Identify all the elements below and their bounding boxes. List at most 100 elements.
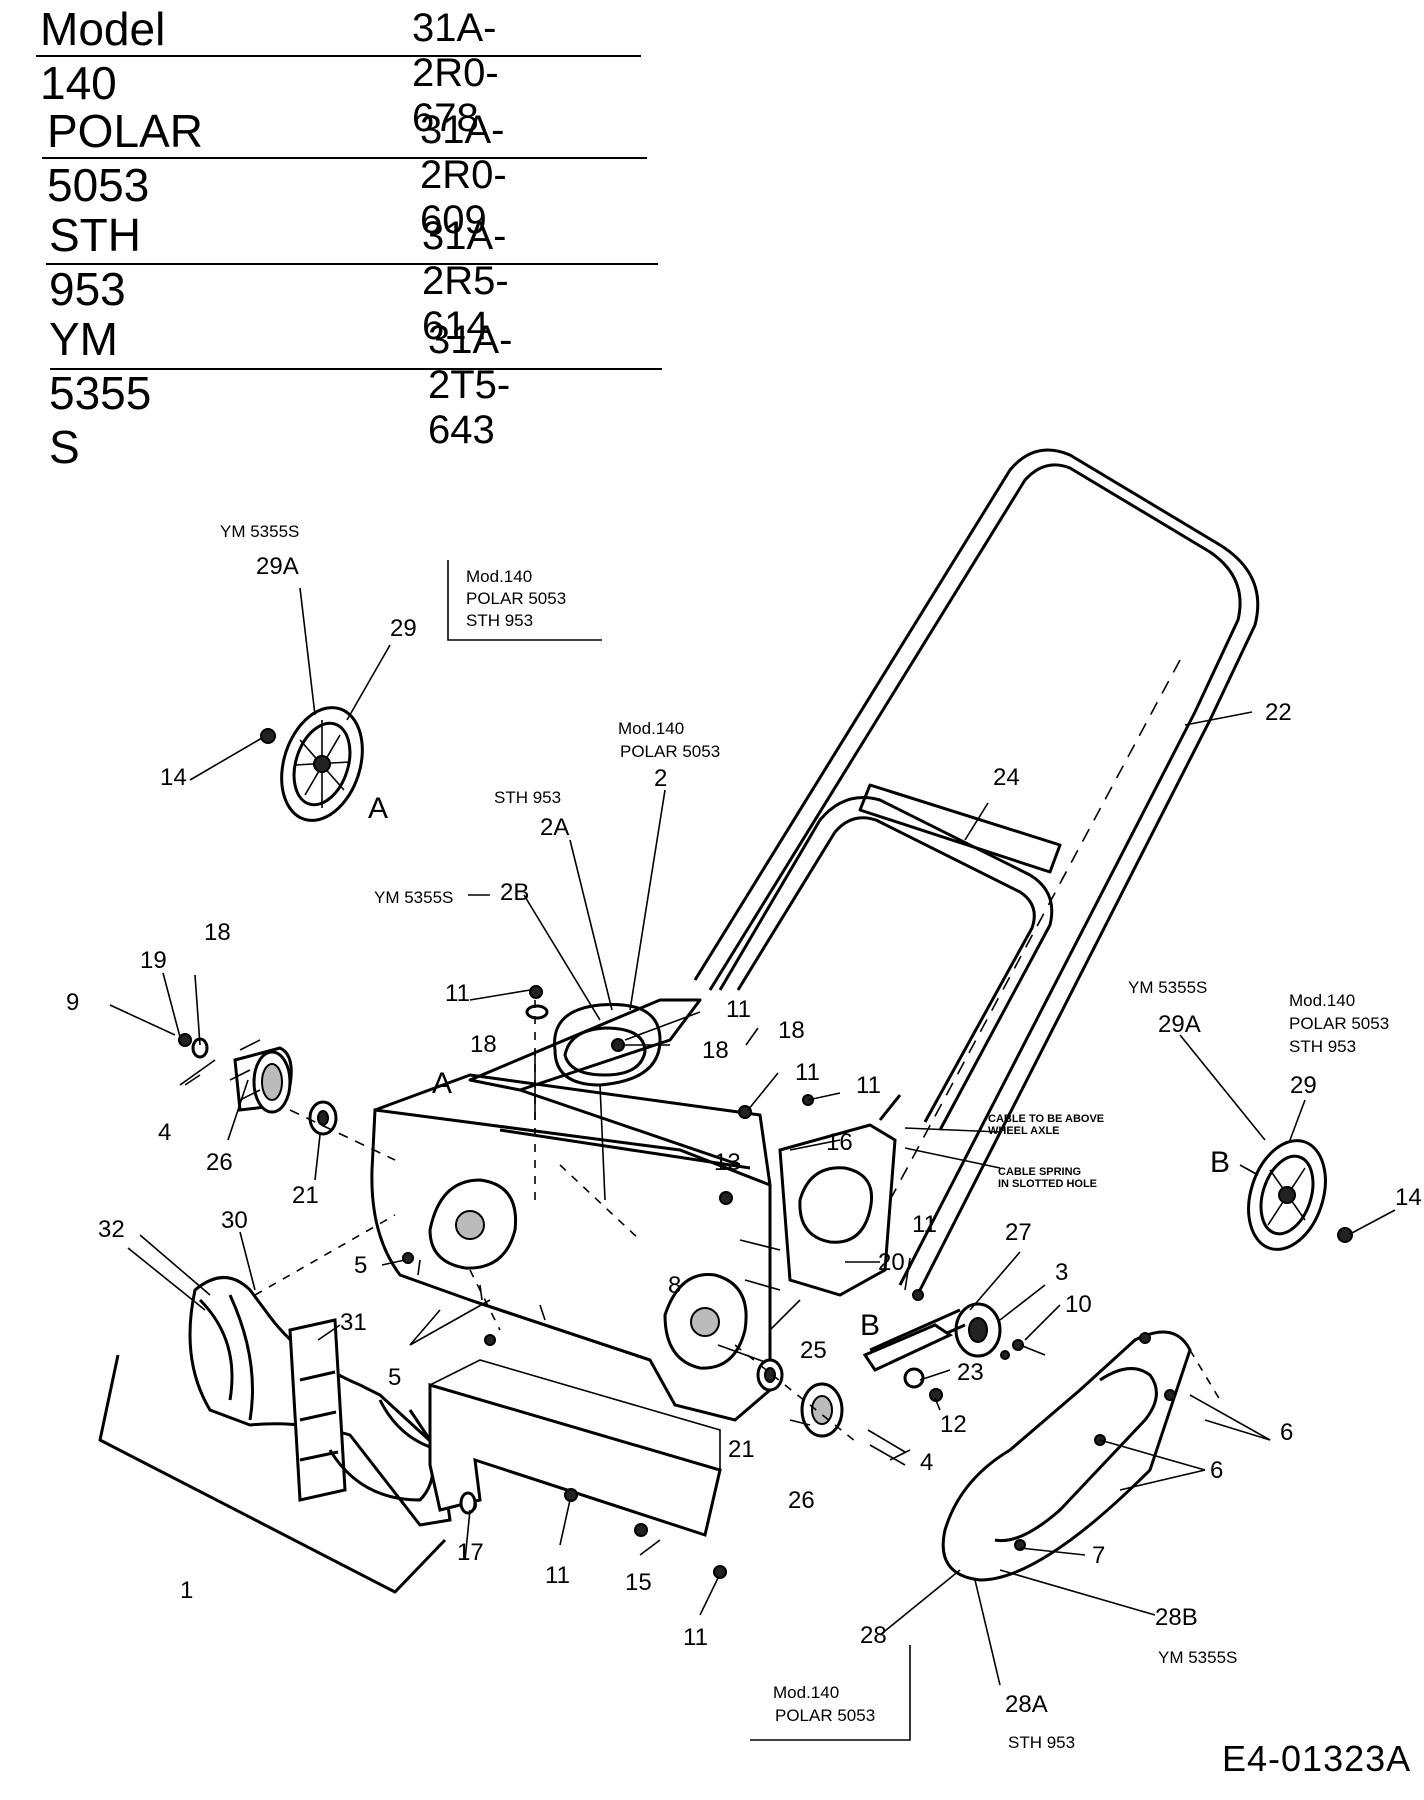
note-wheel-left-group-2: POLAR 5053 <box>466 589 566 608</box>
note-cover-ym: YM 5355S <box>1158 1648 1237 1667</box>
note-frame-group-2: POLAR 5053 <box>620 742 720 761</box>
model-number: 31A-2R5-614 <box>422 214 509 348</box>
header-divider <box>36 55 641 57</box>
callout-6: 6 <box>1280 1419 1293 1446</box>
callout-22: 22 <box>1265 699 1292 726</box>
note-cover-group-2: POLAR 5053 <box>775 1706 875 1725</box>
callout-28B: 28B <box>1155 1604 1198 1631</box>
drive-plate <box>778 1094 902 1297</box>
note-wheel-left-group-3: STH 953 <box>466 611 533 630</box>
note-brackets <box>447 560 911 1741</box>
note-cover-sth: STH 953 <box>1008 1733 1075 1752</box>
header-divider <box>42 157 647 159</box>
callout-29: 29 <box>1290 1072 1317 1099</box>
callout-2: 2 <box>654 765 667 792</box>
callout-11: 11 <box>726 996 751 1023</box>
hardware <box>260 728 1353 1579</box>
callout-18: 18 <box>778 1017 805 1044</box>
callout-1: 1 <box>180 1577 193 1604</box>
note-wheel-right-group-1: Mod.140 <box>1289 991 1355 1010</box>
callout-14: 14 <box>1395 1184 1422 1211</box>
note-frame-sth: STH 953 <box>494 788 561 807</box>
callout-5: 5 <box>388 1364 401 1391</box>
callout-4: 4 <box>158 1119 171 1146</box>
drawing-code: E4-01323A <box>1222 1738 1412 1779</box>
letter-B: B <box>1210 1146 1230 1179</box>
letter-A: A <box>432 1067 452 1100</box>
callout-30: 30 <box>221 1207 248 1234</box>
bearing-right <box>756 1358 784 1392</box>
callout-11: 11 <box>683 1624 708 1651</box>
callout-16: 16 <box>826 1129 853 1156</box>
callout-2A: 2A <box>540 814 569 841</box>
callout-17: 17 <box>457 1539 484 1566</box>
model-number: 31A-2R0-609 <box>420 108 507 242</box>
wheel-left <box>280 706 364 822</box>
note-wheel-right-group-2: POLAR 5053 <box>1289 1014 1389 1033</box>
note-cable-1b: WHEEL AXLE <box>988 1125 1060 1137</box>
callout-29A: 29A <box>1158 1011 1201 1038</box>
auger-bracket <box>98 1354 447 1594</box>
callout-11: 11 <box>795 1059 820 1086</box>
bolts-left <box>109 1004 396 1161</box>
header-divider <box>50 368 662 370</box>
note-wheel-left-group-1: Mod.140 <box>466 567 532 586</box>
bearing-flange-right <box>800 1382 844 1438</box>
callout-20: 20 <box>878 1249 905 1276</box>
model-name: Model 140 <box>40 3 166 109</box>
callout-25: 25 <box>800 1337 827 1364</box>
model-number: 31A-2R0-678 <box>412 6 499 140</box>
upper-handle <box>693 448 1260 1291</box>
callout-11: 11 <box>912 1211 937 1238</box>
letter-A: A <box>368 792 388 825</box>
callout-4: 4 <box>920 1449 933 1476</box>
callout-24: 24 <box>993 764 1020 791</box>
model-name: STH 953 <box>49 209 141 315</box>
model-name: YM 5355 S <box>49 313 152 473</box>
callout-28: 28 <box>860 1622 887 1649</box>
callout-12: 12 <box>940 1411 967 1438</box>
auger-housing <box>370 1073 772 1422</box>
callout-6: 6 <box>1210 1457 1223 1484</box>
model-number: 31A-2T5-643 <box>428 318 513 452</box>
callout-5: 5 <box>354 1252 367 1279</box>
callout-7: 7 <box>1092 1542 1105 1569</box>
note-wheel-right-model: YM 5355S <box>1128 978 1207 997</box>
note-frame-group-1: Mod.140 <box>618 719 684 738</box>
model-name: POLAR 5053 <box>47 105 203 211</box>
note-wheel-right-group-3: STH 953 <box>1289 1037 1356 1056</box>
note-cable-2a: CABLE SPRING <box>998 1166 1081 1178</box>
callout-31: 31 <box>340 1309 367 1336</box>
chute-frame <box>468 998 741 1201</box>
letter-B: B <box>860 1309 880 1342</box>
callout-32: 32 <box>98 1216 125 1243</box>
note-cable-2b: IN SLOTTED HOLE <box>998 1178 1097 1190</box>
callout-9: 9 <box>66 989 79 1016</box>
handle-crossbar <box>858 783 1062 874</box>
callout-numbers: 29A 29 14 A 2 2A 2B 22 24 11 18 11 18 18… <box>66 553 1422 1718</box>
drive-pulley <box>869 1302 1024 1367</box>
note-cover-group-1: Mod.140 <box>773 1683 839 1702</box>
idler-arm <box>862 1323 954 1389</box>
callout-21: 21 <box>728 1436 755 1463</box>
callout-21: 21 <box>292 1182 319 1209</box>
callout-15: 15 <box>625 1569 652 1596</box>
callout-10: 10 <box>1065 1291 1092 1318</box>
note-frame-ym: YM 5355S <box>374 888 453 907</box>
annotation-notes: YM 5355S Mod.140 POLAR 5053 STH 953 Mod.… <box>220 522 1389 1752</box>
bearing-left <box>308 1100 338 1136</box>
lower-handle <box>718 796 1054 1131</box>
belt-cover <box>941 1330 1192 1582</box>
callout-11: 11 <box>856 1072 881 1099</box>
callout-13: 13 <box>714 1149 741 1176</box>
callout-18: 18 <box>702 1037 729 1064</box>
callout-26: 26 <box>206 1149 233 1176</box>
model-header: Model 140 31A-2R0-678 POLAR 5053 31A-2R0… <box>0 0 700 473</box>
leader-lines <box>127 587 1396 1686</box>
callout-28A: 28A <box>1005 1691 1048 1718</box>
callout-18: 18 <box>204 919 231 946</box>
note-cable-1a: CABLE TO BE ABOVE <box>988 1113 1104 1125</box>
scraper-bar <box>428 1359 722 1537</box>
callout-11: 11 <box>445 980 470 1007</box>
